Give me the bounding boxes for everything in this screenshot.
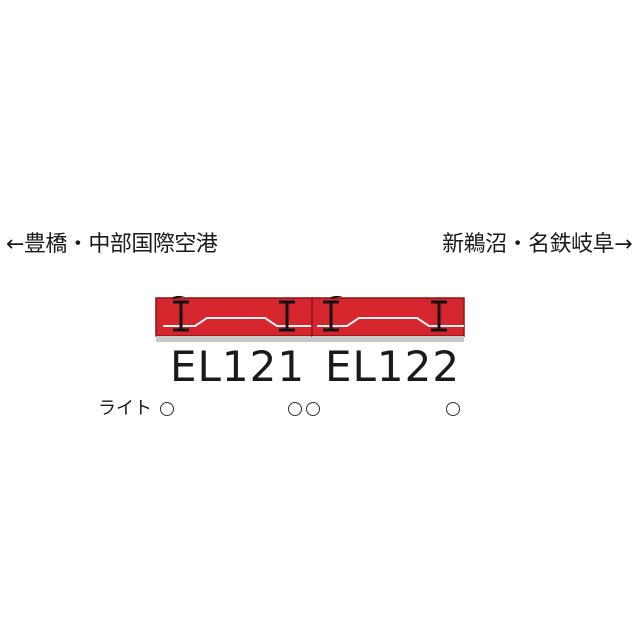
car-number-el121: EL121 [170,342,306,391]
car-el121-skirt [156,336,313,342]
direction-right-label: 新鵜沼・名鉄岐阜→ [442,232,632,257]
car-el121-cab-right-icon [279,300,295,332]
direction-left-label: ←豊橋・中部国際空港 [6,232,218,257]
car-el122-cab-left-icon [323,300,339,332]
car-el121-body [155,296,315,342]
car-el122-skirt [312,336,464,342]
car-el122-stripe [317,317,464,327]
light-el121-right-icon [288,402,302,416]
car-el121-drawing [155,296,314,342]
car-el122-cab-right-icon [431,300,447,332]
car-el121-stripe [163,317,313,327]
light-el122-left-icon [306,402,320,416]
light-el122-right-icon [446,402,460,416]
car-number-el122: EL122 [325,342,461,391]
car-el122-drawing [311,296,465,342]
car-el122-body [311,296,466,342]
light-el121-left-icon [160,402,174,416]
car-el121-cab-left-icon [173,300,189,332]
lights-label: ライト [98,398,152,419]
